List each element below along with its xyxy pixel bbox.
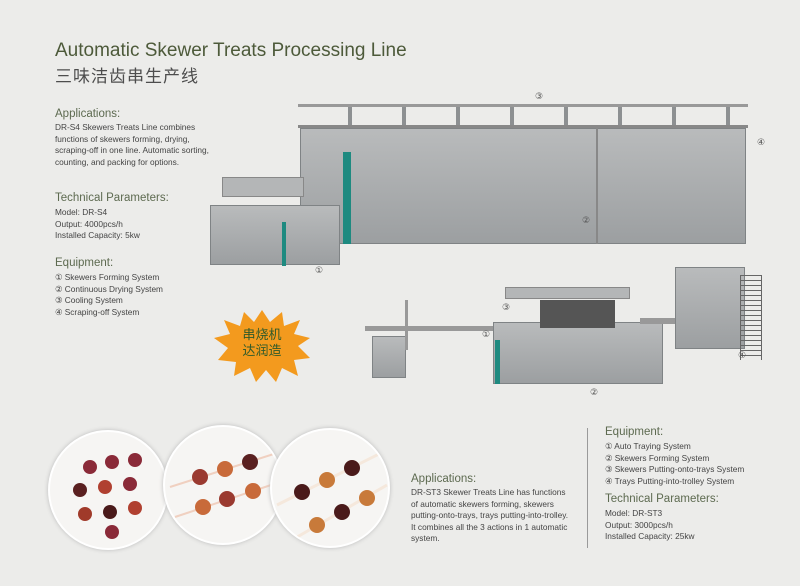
applications-heading: Applications: [55, 108, 121, 120]
marker-1b: ① [482, 330, 491, 340]
marker-4b: ④ [738, 351, 747, 361]
marker-2b: ② [590, 388, 599, 398]
equipment-item: ① Skewers Forming System [55, 272, 160, 282]
model: Model: DR-ST3 [605, 508, 663, 518]
equipment-item: ① Auto Traying System [605, 441, 691, 451]
product-photo-1 [48, 430, 168, 550]
tech-params-2: Model: DR-ST3 Output: 3000pcs/h Installe… [605, 508, 694, 543]
capacity: Installed Capacity: 25kw [605, 531, 695, 542]
tech-heading-2: Technical Parameters: [605, 493, 719, 505]
applications-text: DR-S4 Skewers Treats Line combines funct… [55, 122, 209, 167]
equipment-item: ③ Skewers Putting-onto-trays System [605, 464, 745, 475]
output: Output: 3000pcs/h [605, 519, 673, 530]
badge-line-2: 达润造 [242, 344, 282, 359]
page-title: Automatic Skewer Treats Processing Line [55, 40, 407, 61]
tech-params: Model: DR-S4 Output: 4000pcs/h Installed… [55, 207, 140, 242]
marker-3: ③ [535, 92, 544, 102]
equipment-item: ③ Cooling System [55, 295, 123, 306]
applications-heading-2: Applications: [411, 473, 477, 485]
output: Output: 4000pcs/h [55, 218, 123, 229]
brand-burst-badge: 串烧机 达润造 [212, 308, 312, 383]
equipment-item: ② Skewers Forming System [605, 452, 710, 463]
marker-3b: ③ [502, 303, 511, 313]
equipment-item: ④ Scraping-off System [55, 306, 140, 317]
model: Model: DR-S4 [55, 207, 108, 217]
product-photo-2 [163, 425, 283, 545]
equipment-item: ② Continuous Drying System [55, 283, 163, 294]
capacity: Installed Capacity: 5kw [55, 230, 140, 241]
marker-4: ④ [757, 138, 766, 148]
divider [587, 428, 588, 548]
marker-1: ① [315, 266, 324, 276]
equipment-heading: Equipment: [55, 257, 114, 269]
page-title-cn: 三味洁齿串生产线 [55, 67, 199, 87]
marker-2: ② [582, 216, 591, 226]
product-photo-3 [270, 428, 390, 548]
equipment-list-2: ① Auto Traying System ② Skewers Forming … [605, 441, 744, 487]
equipment-list: ① Skewers Forming System ② Continuous Dr… [55, 272, 163, 318]
equipment-heading-2: Equipment: [605, 426, 664, 438]
applications-text-2: DR-ST3 Skewer Treats Line has functions … [411, 487, 569, 544]
tech-heading: Technical Parameters: [55, 192, 169, 204]
equipment-item: ④ Trays Putting-into-trolley System [605, 475, 735, 486]
badge-line-1: 串烧机 [242, 328, 282, 343]
